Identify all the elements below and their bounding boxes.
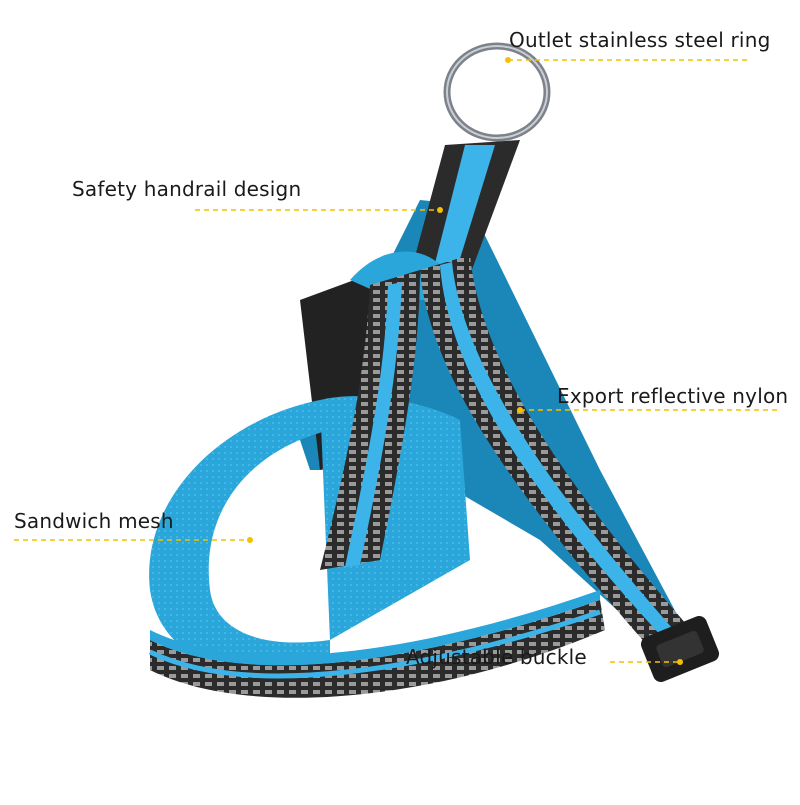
- chest-band: [148, 396, 605, 698]
- front-strap: [420, 255, 700, 660]
- buckle: [640, 616, 720, 682]
- label-reflective-nylon: Export reflective nylon: [557, 384, 789, 408]
- label-adjustable-buckle: Adjustable buckle: [406, 645, 587, 669]
- label-handrail: Safety handrail design: [72, 177, 302, 201]
- left-diagonal-strap: [320, 270, 420, 570]
- label-outlet-ring: Outlet stainless steel ring: [509, 28, 771, 52]
- steel-ring: [443, 42, 551, 142]
- leader-lines: [14, 59, 780, 663]
- leader-dots: [247, 57, 683, 665]
- label-sandwich-mesh: Sandwich mesh: [14, 509, 174, 533]
